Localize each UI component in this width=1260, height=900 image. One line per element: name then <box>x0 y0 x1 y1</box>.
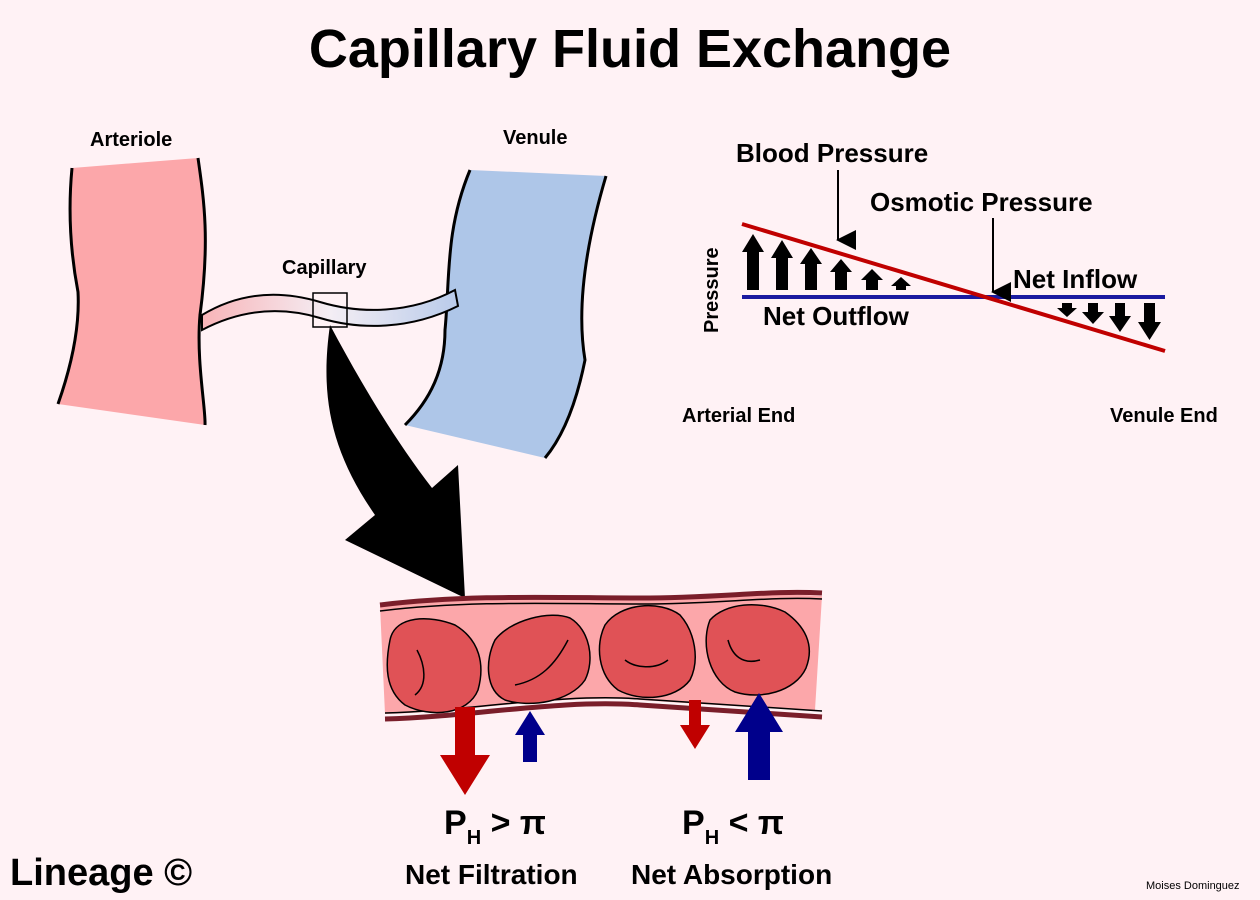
arterial-end-label: Arterial End <box>682 405 796 427</box>
arteriole-label: Arteriole <box>90 129 173 151</box>
page-title: Capillary Fluid Exchange <box>308 19 952 79</box>
inflow-arrows <box>1057 303 1161 340</box>
zoom-arrow <box>326 325 465 598</box>
blood-cell-2 <box>487 614 591 705</box>
venule-shape <box>405 170 606 458</box>
capillary-label: Capillary <box>282 257 367 279</box>
blood-cell-4 <box>705 603 811 696</box>
arteriole-shape <box>58 158 206 425</box>
brand-watermark: Lineage © <box>10 852 193 894</box>
venule-end-label: Venule End <box>1110 405 1218 427</box>
outflow-arrows <box>742 234 911 290</box>
absorption-arrow-large-right <box>735 693 783 780</box>
author-credit: Moises Dominguez <box>1146 880 1240 892</box>
filtration-arrow-small-right <box>680 700 710 749</box>
venule-label: Venule <box>503 127 568 149</box>
filtration-arrow-large <box>440 707 490 795</box>
net-absorption-label: Net Absorption <box>631 859 833 890</box>
blood-pressure-line <box>741 222 1166 353</box>
net-inflow-label: Net Inflow <box>1013 264 1138 294</box>
capillary-tube <box>201 288 460 332</box>
net-filtration-label: Net Filtration <box>405 859 578 890</box>
blood-pressure-label: Blood Pressure <box>736 138 929 168</box>
net-outflow-label: Net Outflow <box>763 301 909 331</box>
filtration-relation: PH > π <box>444 804 546 849</box>
osmotic-pressure-label: Osmotic Pressure <box>870 187 1093 217</box>
absorption-relation: PH < π <box>682 804 784 849</box>
blood-cell-3 <box>598 604 696 699</box>
blood-cell-1 <box>386 618 482 714</box>
blood-cells <box>386 603 811 714</box>
pressure-axis-label: Pressure <box>701 247 723 333</box>
absorption-arrow-small-left <box>515 711 545 762</box>
